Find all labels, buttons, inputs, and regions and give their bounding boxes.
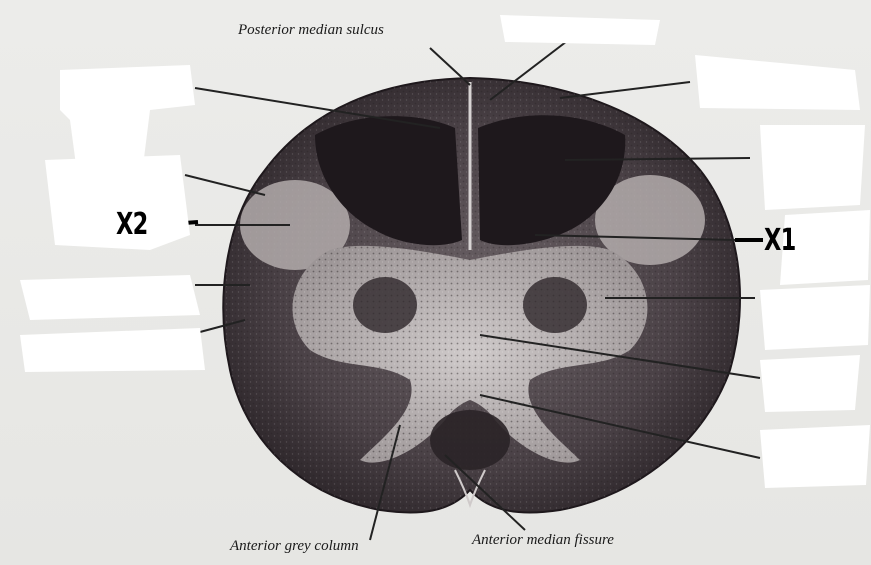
posterior-median-sulcus-label: Posterior median sulcus (238, 22, 384, 39)
x2-marker-label: X2 (116, 207, 148, 242)
x1-marker-label: X1 (764, 223, 796, 258)
anterior-grey-column-label: Anterior grey column (230, 538, 359, 555)
anterior-median-fissure-label: Anterior median fissure (472, 532, 614, 549)
